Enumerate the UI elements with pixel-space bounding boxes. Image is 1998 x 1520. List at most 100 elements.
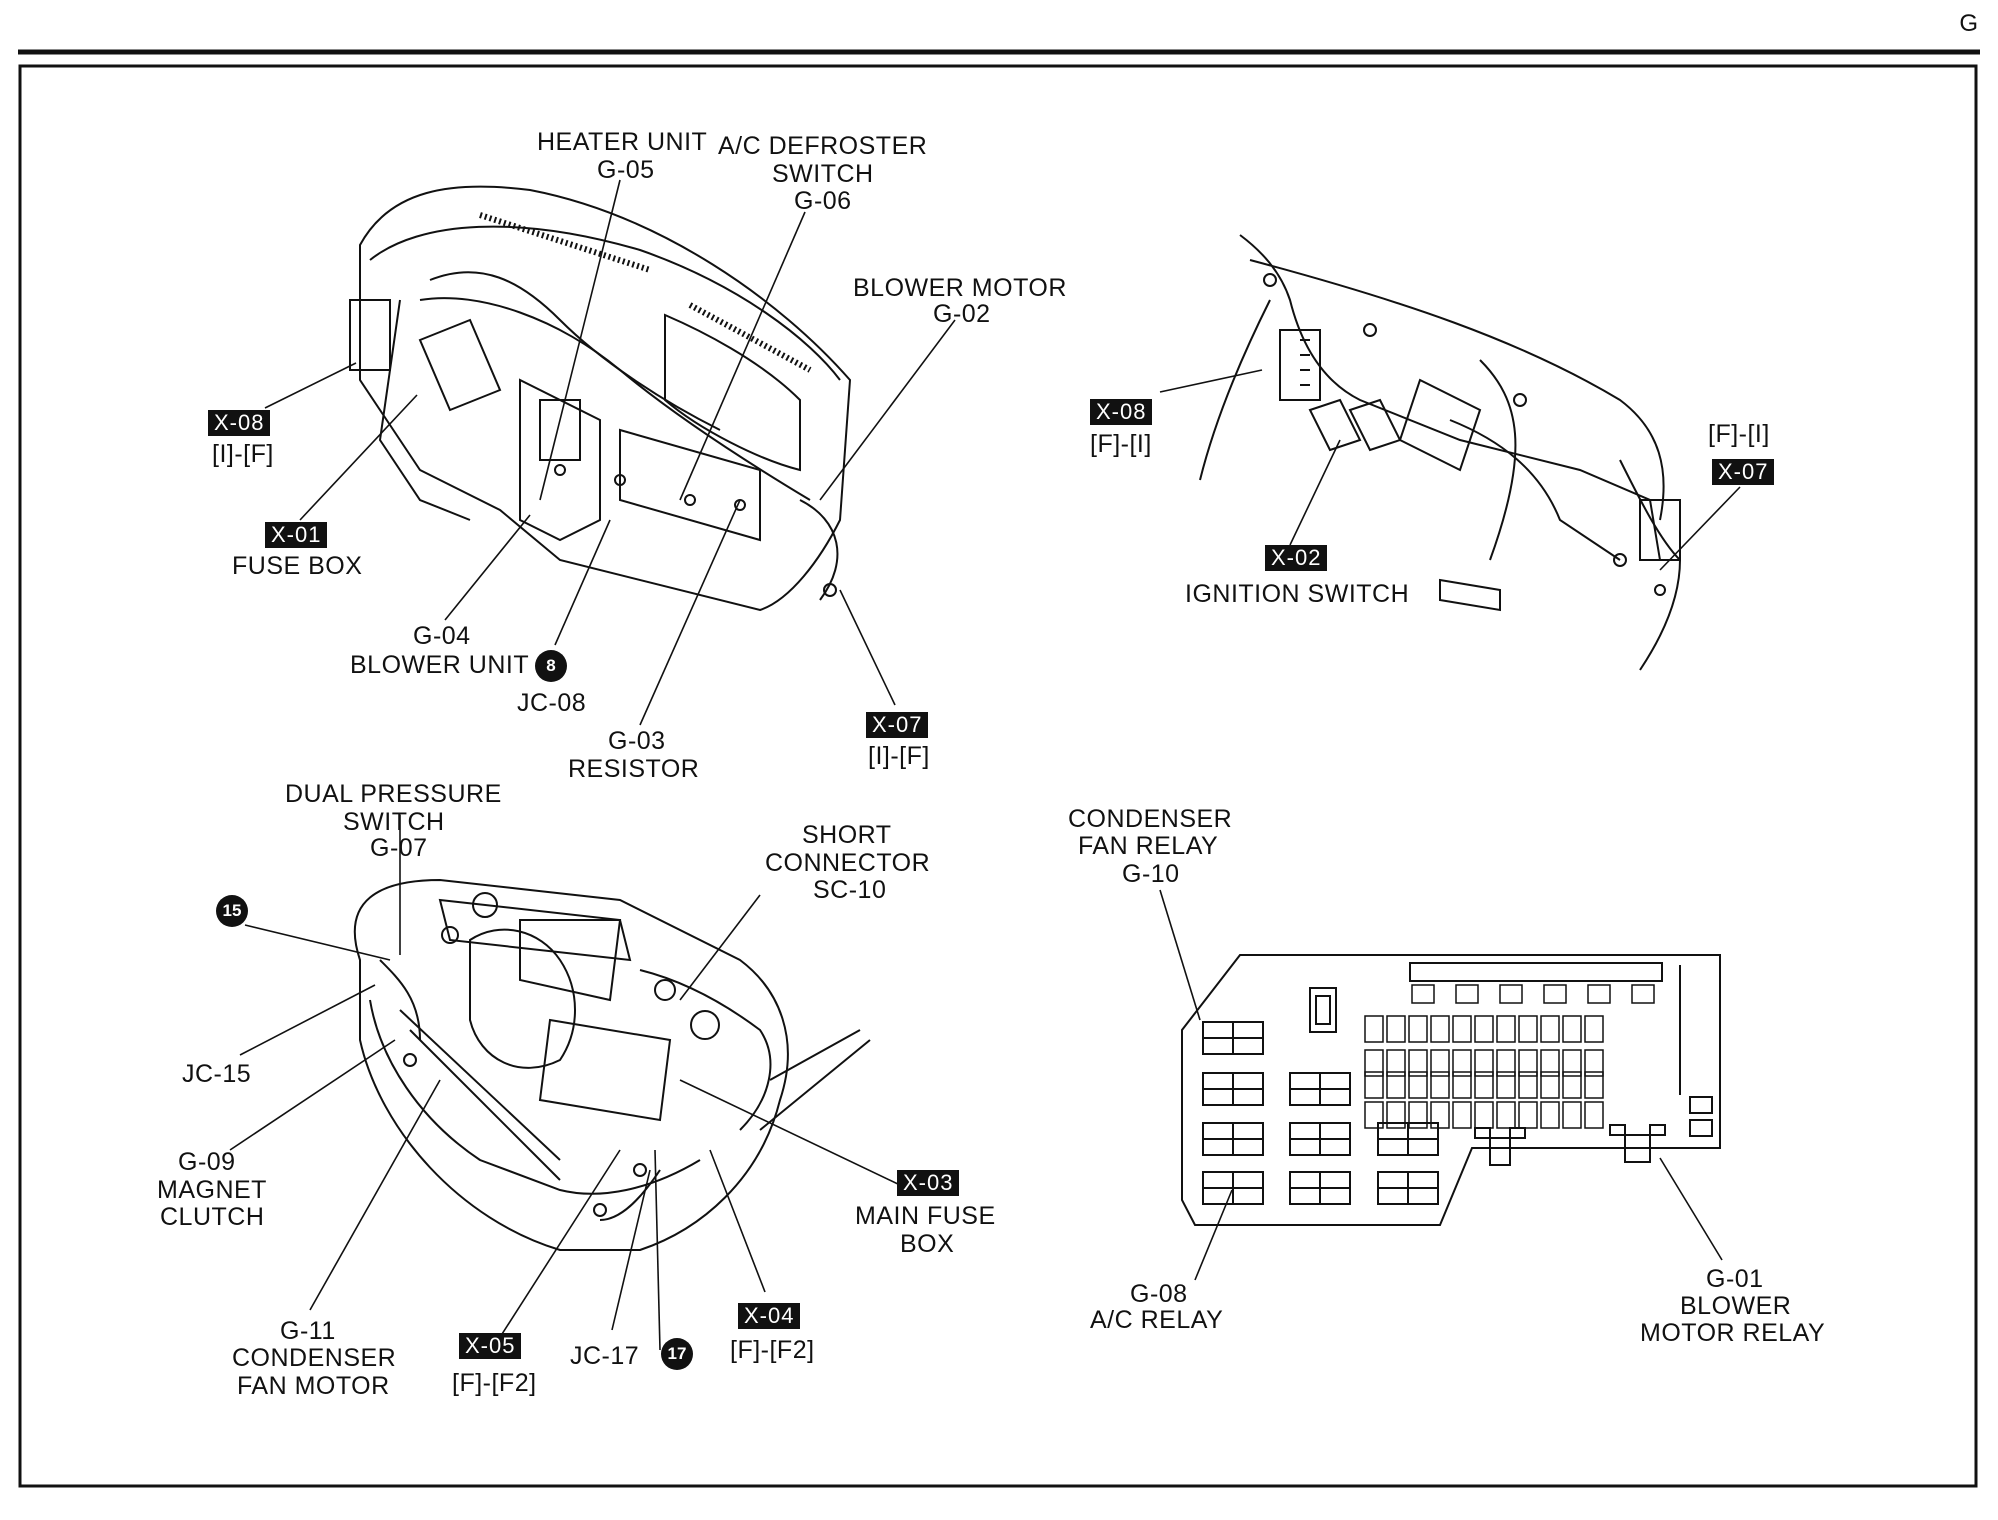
label-dual-pressure: DUAL PRESSURE	[285, 780, 502, 808]
junction-marker-8: 8	[535, 650, 567, 682]
fuse-slot	[1540, 1015, 1560, 1043]
label-blower-motor-code: G-02	[933, 300, 991, 328]
fuse-slot	[1452, 1049, 1472, 1077]
label-cond-relay-code: G-10	[1122, 860, 1180, 888]
fuse-slot	[1518, 1015, 1538, 1043]
label-resistor: RESISTOR	[568, 755, 700, 783]
connector-x04: X-04	[738, 1303, 801, 1329]
label-g03-code: G-03	[608, 727, 666, 755]
connector-x08-right-sub: [F]-[I]	[1090, 430, 1152, 458]
fuse-slot	[1364, 1101, 1384, 1129]
label-short: SHORT	[802, 821, 892, 849]
connector-x05: X-05	[459, 1333, 522, 1359]
fuse-slot	[1408, 1071, 1428, 1099]
junction-marker-17: 17	[661, 1338, 693, 1370]
steering-side-illustration	[1199, 234, 1682, 671]
fuse-slot	[1562, 1049, 1582, 1077]
fuse-slot	[1584, 1049, 1604, 1077]
label-main-fuse: MAIN FUSE	[855, 1202, 996, 1230]
fuse-box-illustration	[1181, 954, 1721, 1226]
label-ignition-switch: IGNITION SWITCH	[1185, 580, 1410, 608]
fuse-slot	[1430, 1071, 1450, 1099]
fuse-slot	[1408, 1101, 1428, 1129]
fuse-slot	[1430, 1015, 1450, 1043]
connector-x08-right: X-08	[1090, 399, 1153, 425]
label-g01-code: G-01	[1706, 1265, 1764, 1293]
leader-lines	[229, 179, 1741, 1351]
fuse-slot	[1364, 1049, 1384, 1077]
label-g11-code: G-11	[280, 1317, 336, 1345]
label-motor-relay: MOTOR RELAY	[1640, 1319, 1826, 1347]
fuse-slot	[1518, 1049, 1538, 1077]
label-ac-defroster-code: G-06	[794, 187, 852, 215]
connector-x07-right-sub: [F]-[I]	[1708, 420, 1770, 448]
fuse-slot	[1587, 984, 1611, 1004]
label-ac-defroster: A/C DEFROSTER	[718, 132, 928, 160]
fuse-slot	[1562, 1071, 1582, 1099]
label-ac-relay: A/C RELAY	[1090, 1306, 1224, 1334]
label-fan-relay: FAN RELAY	[1078, 832, 1219, 860]
label-dual-pressure-switch: SWITCH	[343, 808, 445, 836]
fuse-slot	[1499, 984, 1523, 1004]
engine-bay-illustration	[353, 878, 871, 1251]
fuse-slot	[1496, 1049, 1516, 1077]
connector-x01: X-01	[265, 522, 328, 548]
label-clutch: CLUTCH	[160, 1203, 265, 1231]
fuse-slot	[1474, 1015, 1494, 1043]
label-dual-pressure-code: G-07	[370, 834, 428, 862]
fuse-slot	[1430, 1049, 1450, 1077]
fuse-slot	[1496, 1071, 1516, 1099]
fuse-slot	[1496, 1101, 1516, 1129]
junction-marker-15: 15	[216, 895, 248, 927]
connector-x07-right: X-07	[1712, 459, 1775, 485]
fuse-slot	[1562, 1015, 1582, 1043]
connector-x07-bottom-sub: [I]-[F]	[868, 742, 930, 770]
label-fan-motor: FAN MOTOR	[237, 1372, 390, 1400]
connector-x07-bottom: X-07	[866, 712, 929, 738]
connector-x05-sub: [F]-[F2]	[452, 1369, 537, 1397]
label-blower-motor: BLOWER MOTOR	[853, 274, 1067, 302]
label-fuse-box: FUSE BOX	[232, 552, 363, 580]
label-condenser-fan-relay: CONDENSER	[1068, 805, 1233, 833]
fuse-slot	[1452, 1101, 1472, 1129]
label-main-fuse-box: BOX	[900, 1230, 955, 1258]
label-blower: BLOWER	[1680, 1292, 1792, 1320]
connector-x08-left-sub: [I]-[F]	[212, 440, 274, 468]
connector-x08-left: X-08	[208, 410, 271, 436]
fuse-slot	[1411, 984, 1435, 1004]
page-code: G	[1959, 10, 1978, 37]
fuse-slot	[1364, 1071, 1384, 1099]
connector-x03: X-03	[897, 1170, 960, 1196]
fuse-slot	[1540, 1049, 1560, 1077]
label-g09-code: G-09	[178, 1148, 236, 1176]
fuse-slot	[1474, 1049, 1494, 1077]
fuse-slot	[1584, 1071, 1604, 1099]
fuse-slot	[1408, 1015, 1428, 1043]
label-magnet: MAGNET	[157, 1176, 267, 1204]
fuse-slot	[1496, 1015, 1516, 1043]
connector-x02: X-02	[1265, 545, 1328, 571]
fuse-slot	[1474, 1101, 1494, 1129]
fuse-slot	[1631, 984, 1655, 1004]
label-heater-unit-code: G-05	[597, 156, 655, 184]
label-jc15: JC-15	[182, 1060, 252, 1088]
label-g08-code: G-08	[1130, 1280, 1188, 1308]
fuse-slot	[1452, 1015, 1472, 1043]
fuse-slot	[1540, 1071, 1560, 1099]
page-frame	[18, 64, 1978, 1488]
label-short-connector: CONNECTOR	[765, 849, 931, 877]
label-blower-unit: BLOWER UNIT	[350, 651, 530, 679]
fuse-slot	[1584, 1015, 1604, 1043]
label-heater-unit: HEATER UNIT	[537, 128, 708, 156]
fuse-slot	[1386, 1101, 1406, 1129]
fuse-slot	[1540, 1101, 1560, 1129]
fuse-slot	[1364, 1015, 1384, 1043]
fuse-slot	[1430, 1101, 1450, 1129]
fuse-slot	[1584, 1101, 1604, 1129]
fuse-slot	[1518, 1071, 1538, 1099]
fuse-slot	[1386, 1049, 1406, 1077]
fuse-slot	[1452, 1071, 1472, 1099]
fuse-box-fuse-slots	[1364, 984, 1655, 1129]
